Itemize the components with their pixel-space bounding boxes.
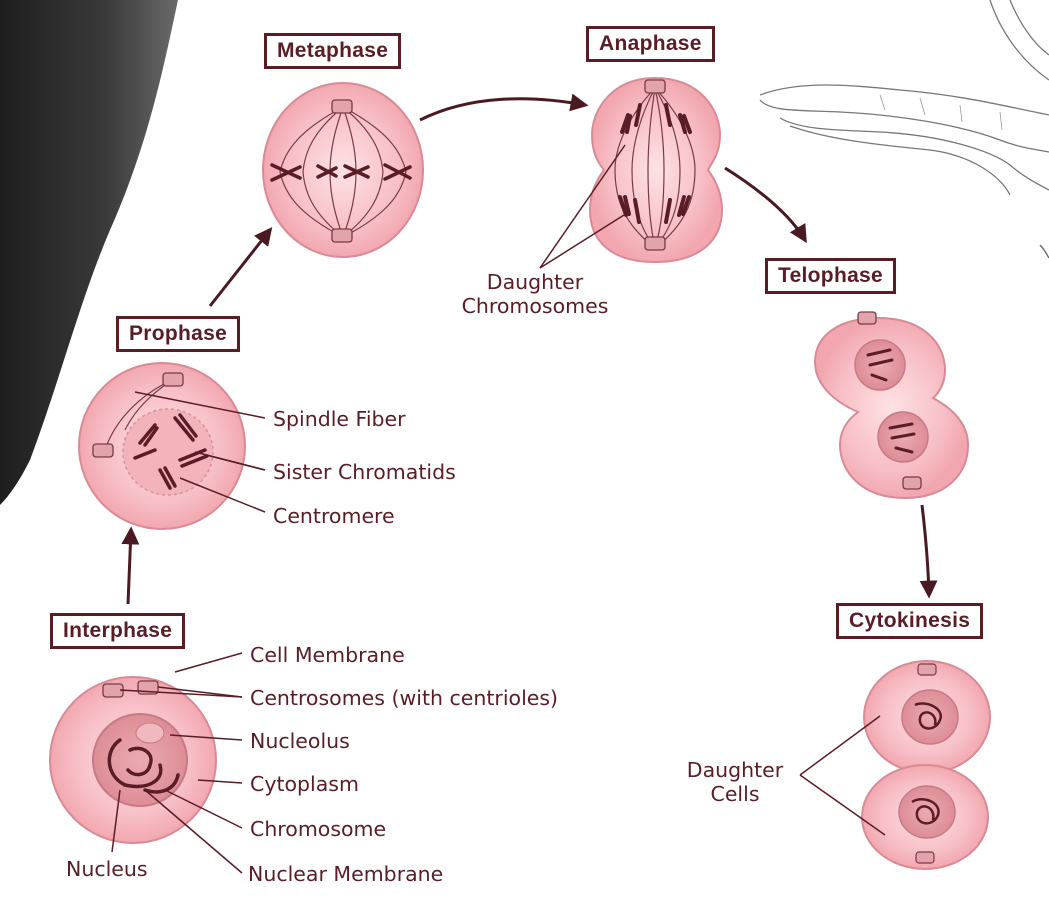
nuclear-membrane-label: Nuclear Membrane xyxy=(248,862,443,886)
spindle-fiber-label: Spindle Fiber xyxy=(273,407,406,431)
daughter-cells-label: Daughter Cells xyxy=(670,758,800,806)
daughter-chromosomes-line2: Chromosomes xyxy=(445,294,625,318)
arrow-metaphase-to-anaphase xyxy=(420,99,585,120)
arrow-telophase-to-cytokinesis xyxy=(922,505,929,595)
arrow-interphase-to-prophase xyxy=(128,530,131,604)
cell-membrane-label: Cell Membrane xyxy=(250,643,405,667)
prophase-cell xyxy=(79,363,245,529)
sister-chromatids-label: Sister Chromatids xyxy=(273,460,456,484)
interphase-title: Interphase xyxy=(50,613,185,649)
daughter-chromosomes-label: Daughter Chromosomes xyxy=(445,270,625,318)
daughter-cells-line1: Daughter xyxy=(670,758,800,782)
nucleolus-label: Nucleolus xyxy=(250,729,350,753)
metaphase-title: Metaphase xyxy=(264,33,401,69)
daughter-chromosomes-line1: Daughter xyxy=(445,270,625,294)
cytokinesis-cell-top xyxy=(864,661,990,773)
metaphase-cell xyxy=(263,83,423,257)
nucleus-label: Nucleus xyxy=(66,857,148,881)
sketch-hand xyxy=(760,0,1049,258)
cytokinesis-cell-bottom xyxy=(862,765,988,869)
cytoplasm-label: Cytoplasm xyxy=(250,772,359,796)
centromere-label: Centromere xyxy=(273,504,395,528)
daughter-cells-line2: Cells xyxy=(670,782,800,806)
telophase-title: Telophase xyxy=(765,258,896,294)
interphase-cell xyxy=(50,677,216,843)
cytokinesis-title: Cytokinesis xyxy=(836,603,983,639)
chromosome-label: Chromosome xyxy=(250,817,386,841)
centrosomes-label: Centrosomes (with centrioles) xyxy=(250,686,558,710)
telophase-cell xyxy=(815,312,968,498)
anaphase-title: Anaphase xyxy=(586,26,715,62)
cycle-arrows xyxy=(128,99,929,604)
arrow-anaphase-to-telophase xyxy=(725,168,805,240)
anaphase-cell xyxy=(590,78,722,262)
prophase-title: Prophase xyxy=(116,316,240,352)
arrow-prophase-to-metaphase xyxy=(210,230,270,306)
